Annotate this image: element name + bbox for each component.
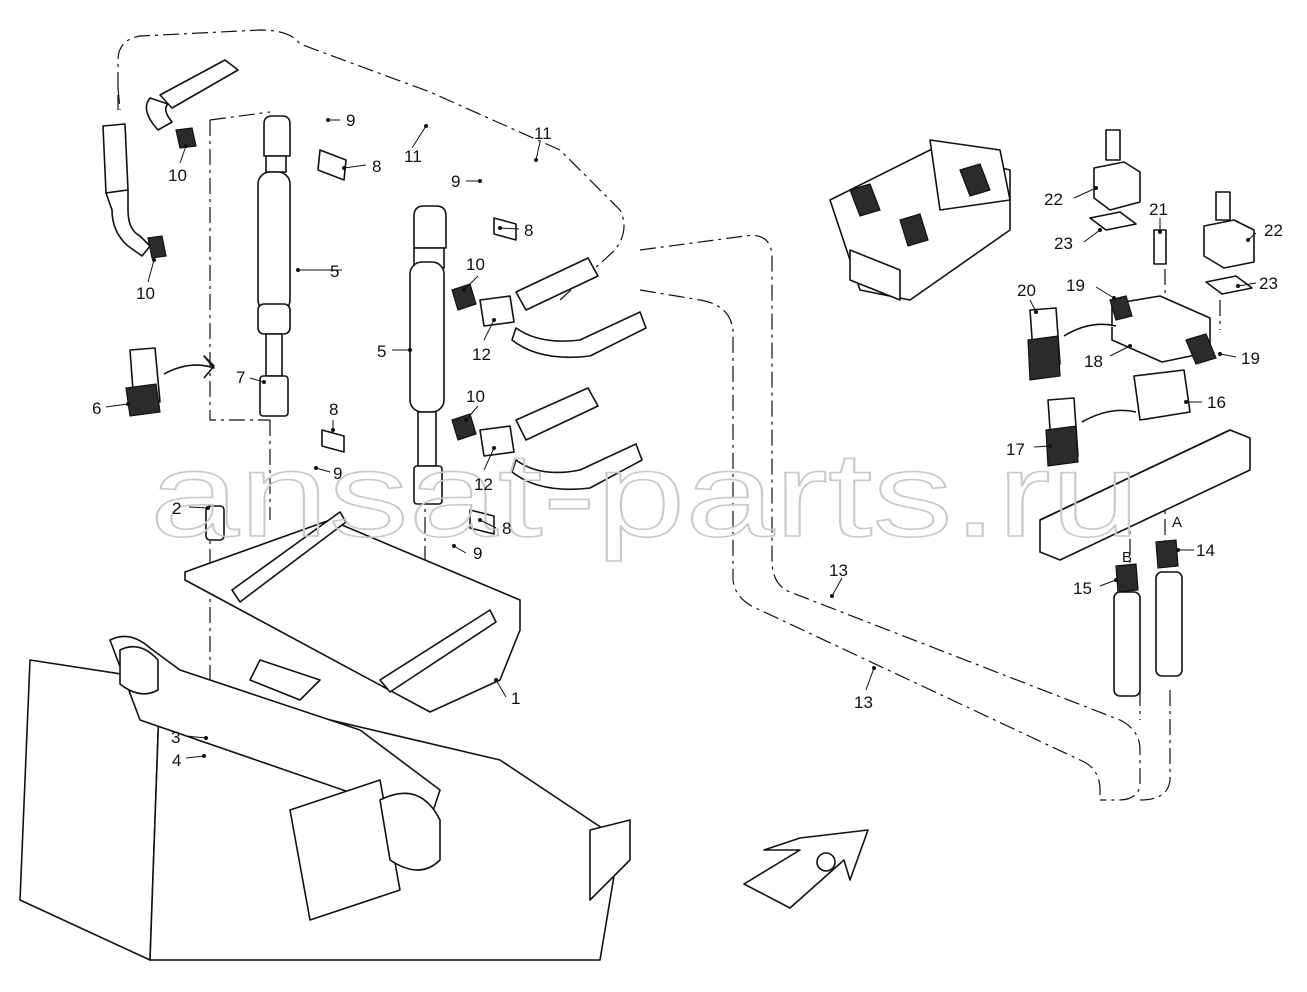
callout-23-left: 23 [1054, 234, 1073, 253]
callout-18: 18 [1084, 352, 1103, 371]
callout-13-lower: 13 [854, 693, 873, 712]
cover-plate [184, 505, 521, 713]
port-label-b: B [1122, 549, 1132, 566]
callout-20: 20 [1017, 281, 1036, 300]
callout-22-right: 22 [1264, 221, 1283, 240]
port-label-a: A [1172, 514, 1182, 531]
callout-19-right: 19 [1241, 349, 1260, 368]
callout-22-left: 22 [1044, 190, 1063, 209]
callout-labels: 1 2 3 4 5 5 6 7 8 8 8 8 9 9 9 9 10 10 10… [92, 111, 1283, 770]
callout-10-upper-right: 10 [466, 255, 485, 274]
callout-9-mid-left: 9 [333, 464, 342, 483]
callout-8-top-left: 8 [372, 157, 381, 176]
watermark: ansat-parts.ru [150, 428, 1140, 562]
callout-9-top-right: 9 [451, 172, 460, 191]
callout-9-top-left: 9 [346, 111, 355, 130]
callout-2: 2 [172, 499, 181, 518]
leader-dots [126, 118, 1250, 758]
left-hoses [102, 59, 239, 259]
callout-9-bottom: 9 [473, 544, 482, 563]
leader-lines [105, 119, 1257, 759]
callout-5-right: 5 [377, 342, 386, 361]
left-hydraulic-cylinder [257, 115, 347, 453]
callout-21: 21 [1149, 200, 1168, 219]
callout-4: 4 [172, 751, 181, 770]
callout-10-mid-left: 10 [136, 284, 155, 303]
callout-10-top-left: 10 [168, 166, 187, 185]
callout-12-upper: 12 [472, 345, 491, 364]
callout-6: 6 [92, 399, 101, 418]
callout-15: 15 [1073, 579, 1092, 598]
directional-valve [1109, 295, 1217, 365]
callout-14: 14 [1196, 541, 1215, 560]
callout-5-left: 5 [330, 262, 339, 281]
callout-8-bottom-right: 8 [502, 519, 511, 538]
hose-routing-lines [117, 29, 1221, 801]
control-valve-block [829, 139, 1011, 301]
right-hydraulic-cylinder [409, 205, 517, 535]
callout-23-right: 23 [1259, 274, 1278, 293]
manifold-block [1039, 369, 1251, 697]
callout-7: 7 [236, 368, 245, 387]
callout-12-lower: 12 [474, 475, 493, 494]
callout-1: 1 [511, 689, 520, 708]
callout-3: 3 [171, 728, 180, 747]
solenoid-assemblies [1089, 129, 1255, 295]
loader-bucket [19, 635, 631, 961]
direction-arrow-icon [743, 829, 869, 909]
callout-19-upper: 19 [1066, 276, 1085, 295]
callout-8-mid-left: 8 [329, 400, 338, 419]
callout-8-top-right: 8 [524, 221, 533, 240]
callout-13-upper: 13 [829, 561, 848, 580]
callout-10-lower-right: 10 [466, 387, 485, 406]
callout-11-right: 11 [534, 124, 552, 143]
callout-17: 17 [1006, 440, 1025, 459]
callout-16: 16 [1207, 393, 1226, 412]
tee-fittings-and-hoses [451, 257, 647, 491]
callout-11-left: 11 [404, 147, 422, 166]
connector-plugs [125, 307, 1137, 467]
